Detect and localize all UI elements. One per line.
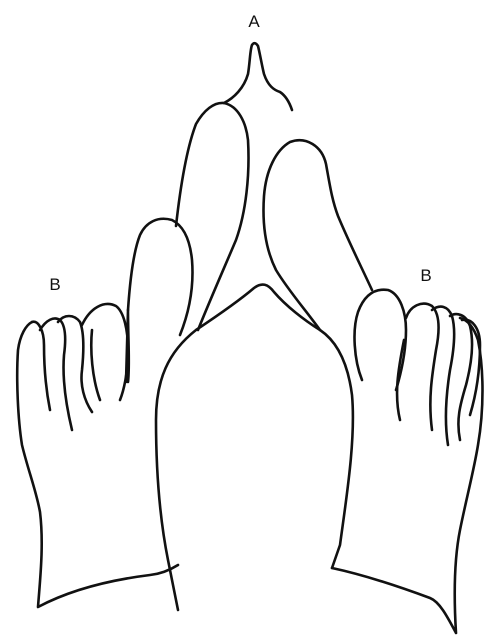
- label-b-left: B: [49, 275, 60, 294]
- right-finger-3: [432, 307, 454, 445]
- left-hand-base: [17, 322, 178, 607]
- label-a: A: [248, 12, 260, 31]
- left-finger-1: [32, 322, 50, 410]
- label-b-right: B: [420, 266, 431, 285]
- right-finger-1-inner: [397, 340, 404, 420]
- left-finger-4-inner: [91, 330, 100, 400]
- right-finger-2: [406, 304, 439, 430]
- central-left-finger: [176, 103, 249, 330]
- right-central-finger: [264, 140, 373, 330]
- apex-a-outline: [224, 43, 292, 110]
- second-left-finger: [128, 219, 193, 335]
- central-lower-lobe: [156, 285, 353, 610]
- right-hand-base: [332, 318, 483, 633]
- left-finger-4: [82, 304, 128, 400]
